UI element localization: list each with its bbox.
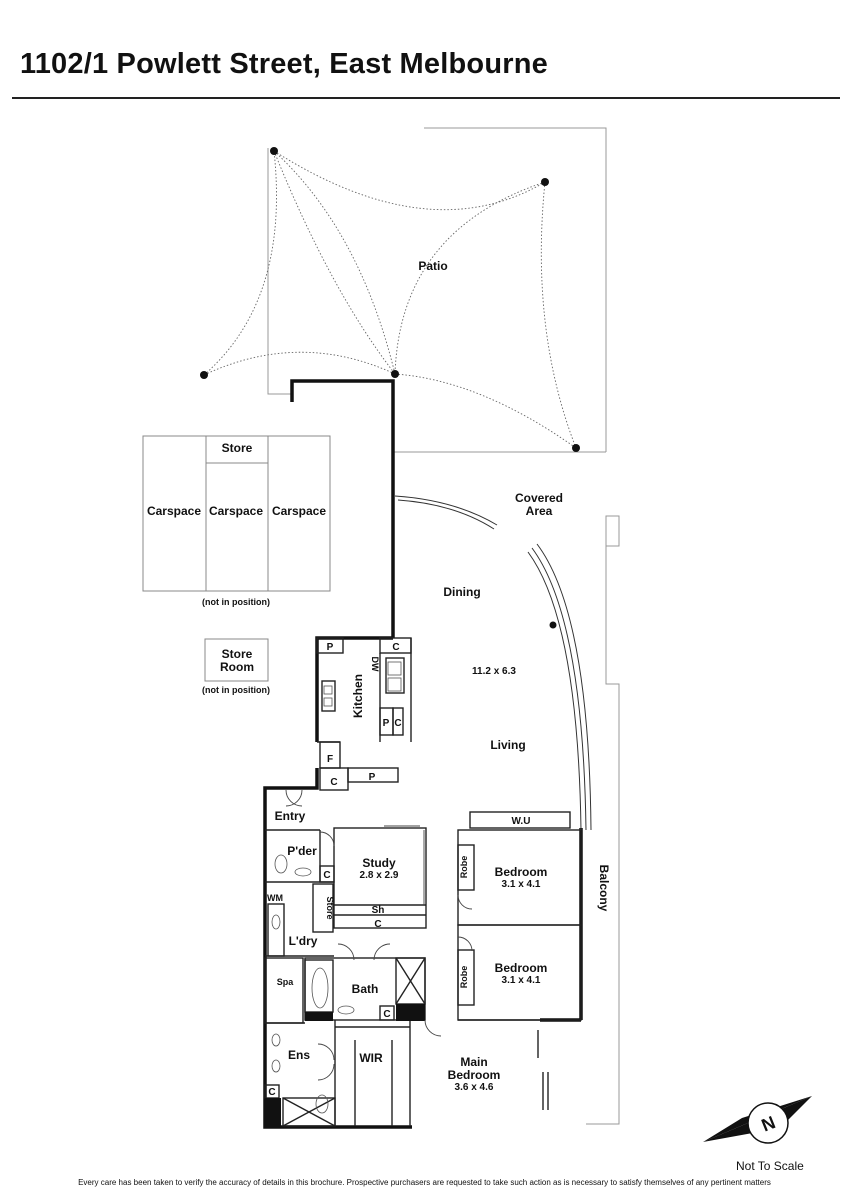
label-main-bedroom-dims: 3.6 x 4.6 <box>455 1082 494 1093</box>
label-pantry-2: P <box>383 718 390 729</box>
label-entry: Entry <box>275 809 306 823</box>
label-bedroom-2: Bedroom <box>495 961 548 975</box>
label-living: Living <box>490 738 525 752</box>
wall-fills <box>265 1004 425 1127</box>
patio-area <box>267 127 620 1125</box>
label-dw: DW <box>370 657 380 672</box>
label-spa: Spa <box>277 977 295 987</box>
label-main-bedroom-1: Main <box>460 1055 487 1069</box>
label-study: Study <box>362 856 396 870</box>
label-cupboard-4: C <box>323 870 330 881</box>
label-balcony: Balcony <box>597 865 611 912</box>
curved-glazing <box>394 495 592 831</box>
label-carpark-not-in-position: (not in position) <box>202 597 270 607</box>
label-carspace-3: Carspace <box>272 504 326 518</box>
label-cupboard-1: C <box>392 642 399 653</box>
compass-icon: N <box>703 1096 812 1144</box>
label-powder: P'der <box>287 844 317 858</box>
label-pantry-3: P <box>369 772 376 783</box>
label-area: Area <box>526 504 553 518</box>
label-store-room-2: Room <box>220 660 254 674</box>
label-store: Store <box>325 896 335 919</box>
label-carspace-2: Carspace <box>209 504 263 518</box>
label-study-dims: 2.8 x 2.9 <box>360 870 399 881</box>
label-store-room-not-in-position: (not in position) <box>202 685 270 695</box>
not-to-scale-note: Not To Scale <box>736 1159 804 1173</box>
disclaimer: Every care has been taken to verify the … <box>78 1178 771 1187</box>
label-ensuite: Ens <box>288 1048 310 1062</box>
label-laundry: L'dry <box>289 934 318 948</box>
page-title: 1102/1 Powlett Street, East Melbourne <box>20 48 548 80</box>
label-bedroom-2-dims: 3.1 x 4.1 <box>502 975 541 986</box>
label-dining: Dining <box>443 585 480 599</box>
label-robe-1: Robe <box>459 856 469 879</box>
label-bedroom-1: Bedroom <box>495 865 548 879</box>
label-cupboard-3: C <box>330 777 337 788</box>
title-divider <box>12 97 840 99</box>
interior-walls <box>264 637 582 1127</box>
label-cupboard-7: C <box>268 1087 275 1098</box>
label-carpark-store: Store <box>222 441 253 455</box>
label-patio: Patio <box>418 259 447 273</box>
room-labels: Patio Covered Area Dining 11.2 x 6.3 Liv… <box>267 259 611 1098</box>
label-covered: Covered <box>515 491 563 505</box>
label-wm: WM <box>267 893 283 903</box>
label-shelf: Sh <box>372 905 385 916</box>
carpark-labels: Store Carspace Carspace Carspace (not in… <box>147 441 326 695</box>
label-cupboard-6: C <box>383 1009 390 1020</box>
label-living-dims: 11.2 x 6.3 <box>472 666 516 677</box>
label-store-room-1: Store <box>222 647 253 661</box>
sail-posts <box>200 147 580 629</box>
label-bath: Bath <box>352 982 379 996</box>
fixtures <box>271 661 402 1114</box>
label-main-bedroom-2: Bedroom <box>448 1068 501 1082</box>
label-robe-2: Robe <box>459 966 469 989</box>
label-wir: WIR <box>359 1051 383 1065</box>
label-cupboard-2: C <box>394 718 401 729</box>
label-carspace-1: Carspace <box>147 504 201 518</box>
label-fridge: F <box>327 754 333 765</box>
label-cupboard-5: C <box>374 919 381 930</box>
label-wall-unit: W.U <box>512 816 531 827</box>
label-pantry-1: P <box>327 642 334 653</box>
label-bedroom-1-dims: 3.1 x 4.1 <box>502 879 541 890</box>
label-kitchen: Kitchen <box>351 674 365 718</box>
carpark <box>142 435 331 682</box>
door-swings <box>285 789 473 1081</box>
shade-sail <box>203 150 577 449</box>
